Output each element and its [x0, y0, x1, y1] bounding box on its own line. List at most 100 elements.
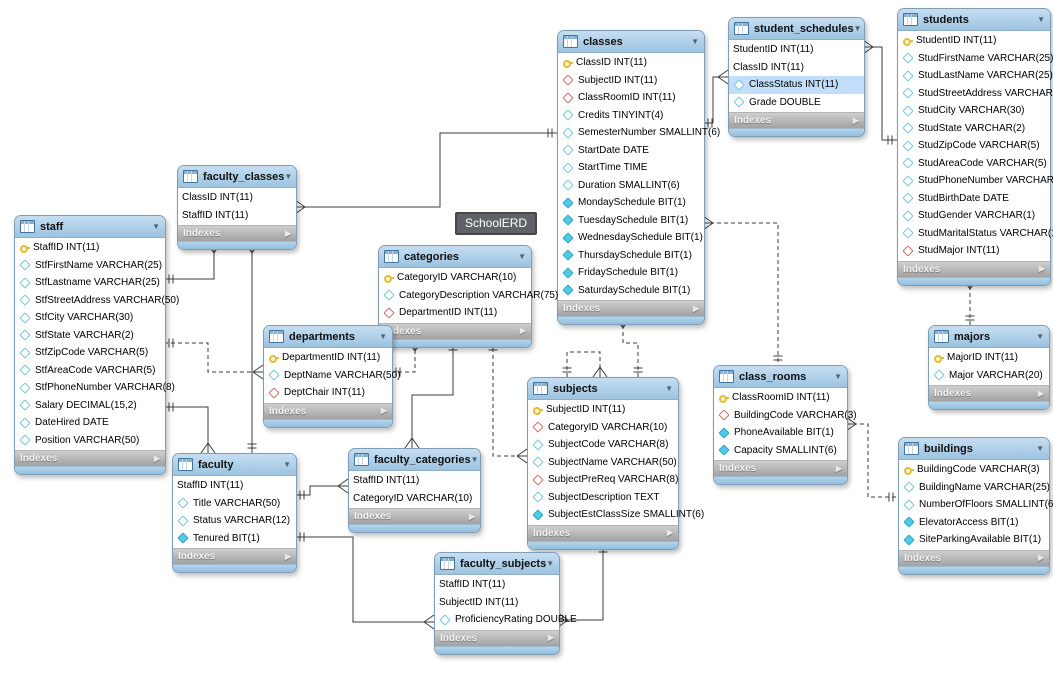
expand-icon[interactable]: ▶: [153, 453, 160, 463]
expand-icon[interactable]: ▶: [380, 406, 387, 415]
field-row[interactable]: StudState VARCHAR(2): [898, 120, 1050, 138]
field-row[interactable]: SubjectEstClassSize SMALLINT(6): [528, 506, 704, 524]
field-row[interactable]: ClassID INT(11): [178, 189, 296, 207]
table-header[interactable]: categories▼: [379, 246, 531, 268]
table-header[interactable]: majors▼: [929, 326, 1049, 348]
relationship-categories-subjects[interactable]: [488, 341, 528, 464]
field-row[interactable]: Status VARCHAR(12): [173, 512, 296, 530]
table-header[interactable]: departments▼: [264, 326, 392, 348]
expand-icon[interactable]: ▶: [284, 228, 291, 238]
table-header[interactable]: faculty▼: [173, 454, 296, 476]
field-row[interactable]: StartTime TIME: [558, 159, 704, 177]
field-row[interactable]: Major VARCHAR(20): [929, 367, 1049, 385]
table-header[interactable]: subjects▼: [528, 378, 678, 400]
field-row[interactable]: ClassRoomID INT(11): [714, 389, 847, 407]
table-header[interactable]: classes▼: [558, 31, 704, 53]
table-header[interactable]: class_rooms▼: [714, 366, 847, 388]
indexes-row[interactable]: Indexes▶: [898, 260, 1050, 277]
collapse-arrow-icon[interactable]: ▼: [379, 331, 387, 341]
field-row[interactable]: ClassID INT(11): [558, 54, 704, 72]
relationship-faculty-faculty_classes[interactable]: [244, 242, 260, 453]
field-row[interactable]: Salary DECIMAL(15,2): [15, 397, 165, 415]
field-row[interactable]: WednesdaySchedule BIT(1): [558, 229, 704, 247]
field-row[interactable]: Capacity SMALLINT(6): [714, 442, 847, 460]
field-row[interactable]: Tenured BIT(1): [173, 530, 296, 548]
collapse-arrow-icon[interactable]: ▼: [1036, 443, 1044, 453]
table-class-rooms[interactable]: class_rooms▼ClassRoomID INT(11)BuildingC…: [713, 365, 857, 485]
expand-icon[interactable]: ▶: [519, 326, 526, 335]
table-faculty-categories[interactable]: faculty_categories▼StaffID INT(11)Catego…: [348, 448, 481, 533]
table-header[interactable]: student_schedules▼: [729, 18, 864, 40]
field-row[interactable]: StfLastname VARCHAR(25): [15, 274, 165, 292]
field-row[interactable]: DepartmentID INT(11): [379, 304, 531, 322]
indexes-row[interactable]: Indexes▶: [899, 549, 1049, 566]
expand-icon[interactable]: ▶: [284, 551, 291, 561]
collapse-arrow-icon[interactable]: ▼: [152, 221, 160, 231]
table-majors[interactable]: majors▼MajorID INT(11)Major VARCHAR(20)I…: [928, 325, 1050, 410]
field-row[interactable]: StaffID INT(11): [435, 576, 559, 594]
field-row[interactable]: CategoryID VARCHAR(10): [349, 490, 480, 508]
field-row[interactable]: SemesterNumber SMALLINT(6): [558, 124, 720, 142]
field-row[interactable]: StfFirstName VARCHAR(25): [15, 257, 165, 275]
table-header[interactable]: faculty_subjects▼: [435, 553, 559, 575]
collapse-arrow-icon[interactable]: ▼: [546, 558, 555, 568]
field-row[interactable]: StfCity VARCHAR(30): [15, 309, 165, 327]
field-row[interactable]: StudentID INT(11): [729, 41, 864, 59]
expand-icon[interactable]: ▶: [1038, 264, 1045, 273]
table-header[interactable]: faculty_categories▼: [349, 449, 480, 471]
relationship-categories-faculty_categories[interactable]: [404, 341, 458, 449]
collapse-arrow-icon[interactable]: ▼: [1036, 331, 1044, 341]
field-row[interactable]: Title VARCHAR(50): [173, 495, 296, 513]
field-row[interactable]: ProficiencyRating DOUBLE: [435, 611, 577, 629]
diagram-label[interactable]: SchoolERD: [455, 212, 538, 235]
collapse-arrow-icon[interactable]: ▼: [518, 251, 526, 261]
relationship-faculty-faculty_categories[interactable]: [295, 478, 349, 500]
relationship-faculty-faculty_subjects[interactable]: [295, 532, 435, 630]
table-departments[interactable]: departments▼DepartmentID INT(11)DeptName…: [263, 325, 401, 428]
indexes-row[interactable]: Indexes▶: [435, 629, 559, 646]
field-row[interactable]: ClassID INT(11): [729, 59, 864, 77]
field-row[interactable]: SiteParkingAvailable BIT(1): [899, 531, 1049, 549]
field-row[interactable]: StfPhoneNumber VARCHAR(8): [15, 379, 175, 397]
relationship-classes-subjects[interactable]: [615, 317, 643, 377]
table-faculty-classes[interactable]: faculty_classes▼ClassID INT(11)StaffID I…: [177, 165, 297, 250]
field-row[interactable]: Credits TINYINT(4): [558, 107, 704, 125]
field-row[interactable]: StudBirthDate DATE: [898, 190, 1050, 208]
field-row[interactable]: StudentID INT(11): [898, 32, 1050, 50]
field-row[interactable]: CategoryID VARCHAR(10): [528, 419, 678, 437]
field-row[interactable]: DateHired DATE: [15, 414, 165, 432]
field-row[interactable]: StaffID INT(11): [173, 477, 296, 495]
field-row[interactable]: StudGender VARCHAR(1): [898, 207, 1050, 225]
indexes-row[interactable]: Indexes▶: [15, 450, 165, 466]
expand-icon[interactable]: ▶: [1037, 388, 1044, 398]
table-student-schedules[interactable]: student_schedules▼StudentID INT(11)Class…: [728, 17, 865, 137]
table-classes[interactable]: classes▼ClassID INT(11)SubjectID INT(11)…: [557, 30, 720, 325]
expand-icon[interactable]: ▶: [547, 633, 554, 642]
relationship-students-majors[interactable]: [962, 278, 978, 325]
field-row[interactable]: StudStreetAddress VARCHAR(50): [898, 85, 1053, 103]
table-header[interactable]: staff▼: [15, 216, 165, 238]
collapse-arrow-icon[interactable]: ▼: [1037, 14, 1045, 24]
field-row[interactable]: Grade DOUBLE: [729, 94, 864, 112]
field-row[interactable]: MondaySchedule BIT(1): [558, 194, 704, 212]
field-row[interactable]: MajorID INT(11): [929, 349, 1049, 367]
collapse-arrow-icon[interactable]: ▼: [834, 371, 842, 381]
field-row[interactable]: StaffID INT(11): [178, 207, 296, 225]
collapse-arrow-icon[interactable]: ▼: [283, 459, 291, 469]
relationship-classes-student_schedules[interactable]: [703, 69, 729, 128]
field-row[interactable]: SaturdaySchedule BIT(1): [558, 282, 704, 300]
field-row[interactable]: DepartmentID INT(11): [264, 349, 392, 367]
field-row[interactable]: ClassStatus INT(11): [729, 76, 864, 94]
field-row[interactable]: StudFirstName VARCHAR(25): [898, 50, 1053, 68]
table-staff[interactable]: staff▼StaffID INT(11)StfFirstName VARCHA…: [14, 215, 179, 475]
collapse-arrow-icon[interactable]: ▼: [853, 23, 862, 33]
field-row[interactable]: SubjectID INT(11): [528, 401, 678, 419]
indexes-row[interactable]: Indexes▶: [729, 112, 864, 128]
relationship-student_schedules-students[interactable]: [862, 39, 897, 145]
collapse-arrow-icon[interactable]: ▼: [284, 171, 293, 181]
field-row[interactable]: ThursdaySchedule BIT(1): [558, 247, 704, 265]
field-row[interactable]: StaffID INT(11): [349, 472, 480, 490]
expand-icon[interactable]: ▶: [692, 303, 699, 313]
field-row[interactable]: SubjectName VARCHAR(50): [528, 454, 678, 472]
field-row[interactable]: BuildingName VARCHAR(25): [899, 479, 1050, 497]
